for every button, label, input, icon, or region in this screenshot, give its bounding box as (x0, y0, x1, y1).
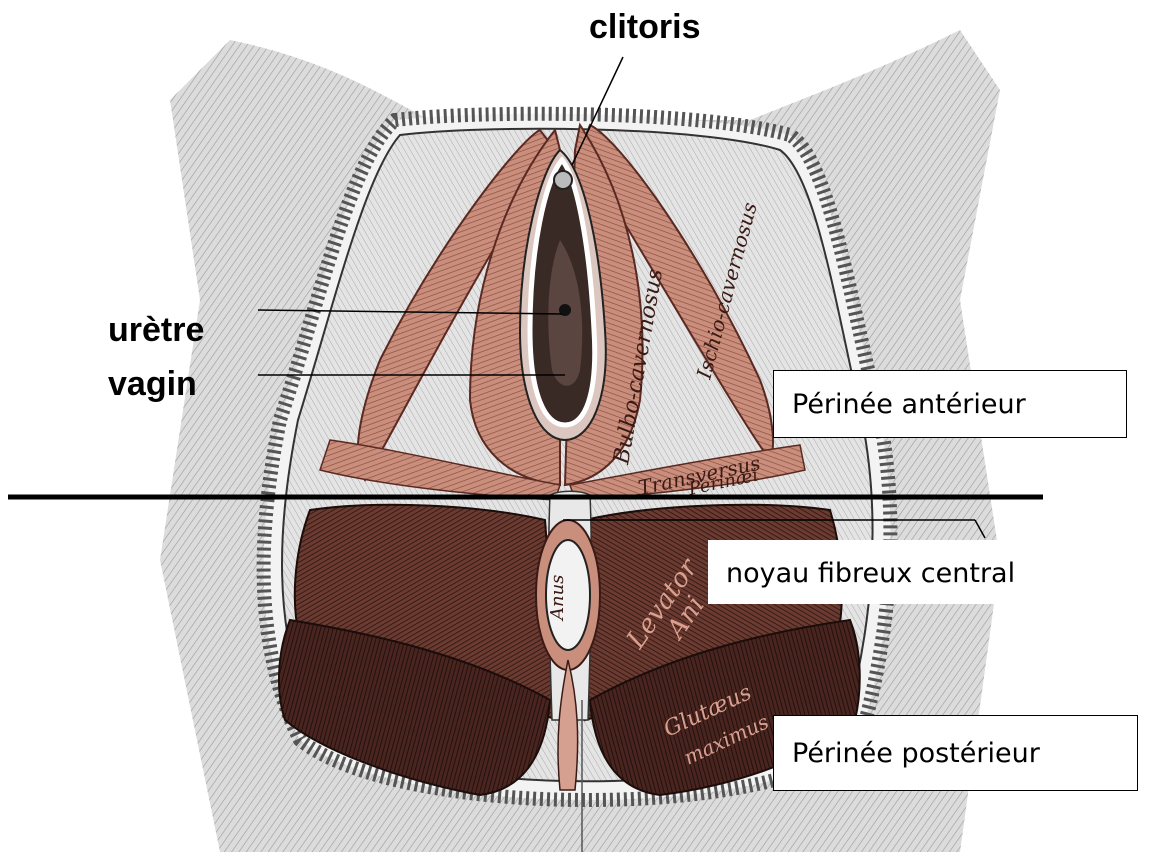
label-perinee-posterieur: Périnée postérieur (773, 715, 1138, 791)
label-vagin: vagin (108, 367, 197, 401)
label-anus: Anus (547, 575, 568, 622)
label-perinee-anterieur: Périnée antérieur (773, 370, 1127, 438)
label-noyau-fibreux: noyau fibreux central (708, 540, 1108, 604)
label-uretre: urètre (108, 313, 204, 347)
label-clitoris: clitoris (589, 10, 700, 44)
clitoris-glans (554, 171, 572, 189)
